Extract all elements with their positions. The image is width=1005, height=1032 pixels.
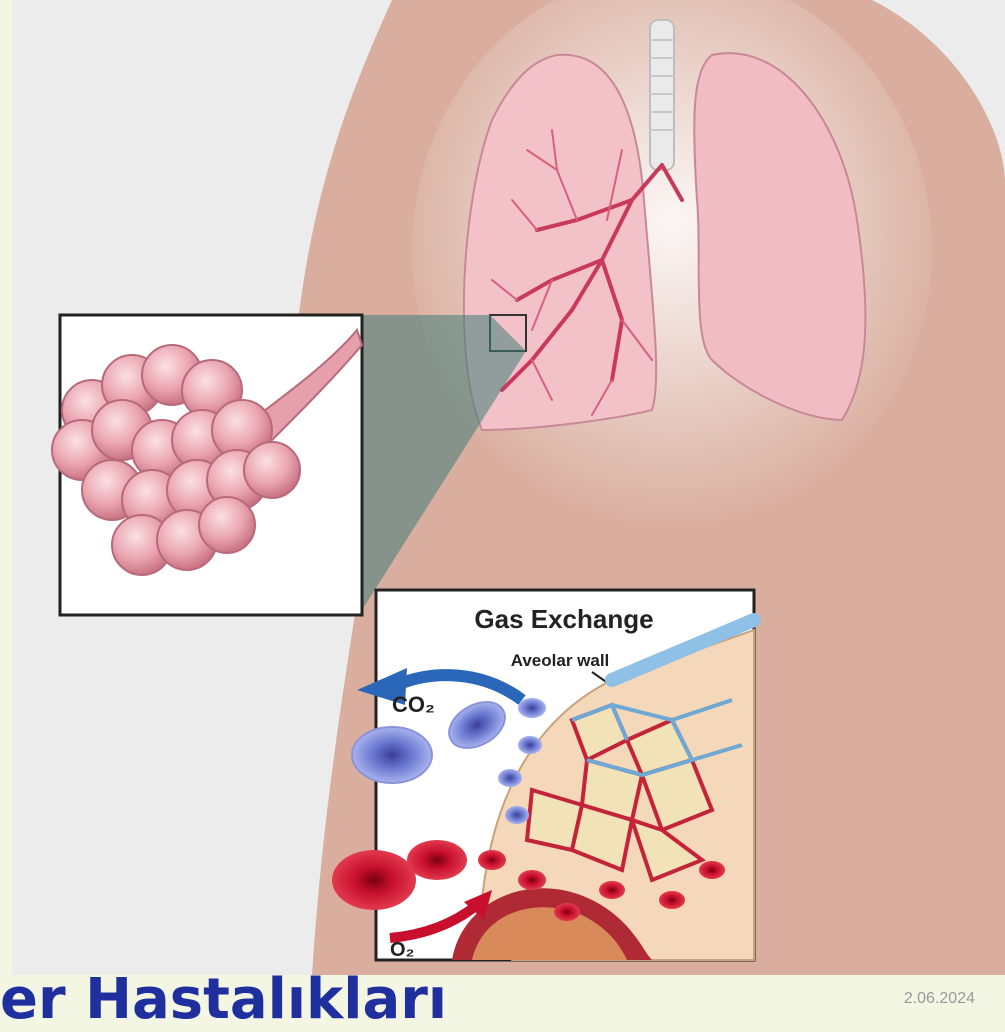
- aveolar-wall-label: Aveolar wall: [511, 651, 610, 670]
- o2-label: O₂: [390, 939, 414, 961]
- slide-title: er Hastalıkları: [0, 968, 447, 1032]
- lung-gas-exchange-illustration: Gas Exchange Aveolar wall: [12, 0, 1005, 975]
- slide-date: 2.06.2024: [904, 990, 975, 1008]
- alveoli-inset: [52, 315, 362, 615]
- co2-label: CO₂: [392, 692, 435, 717]
- gas-exchange-inset: Gas Exchange Aveolar wall: [332, 590, 754, 961]
- gas-exchange-title: Gas Exchange: [474, 604, 653, 634]
